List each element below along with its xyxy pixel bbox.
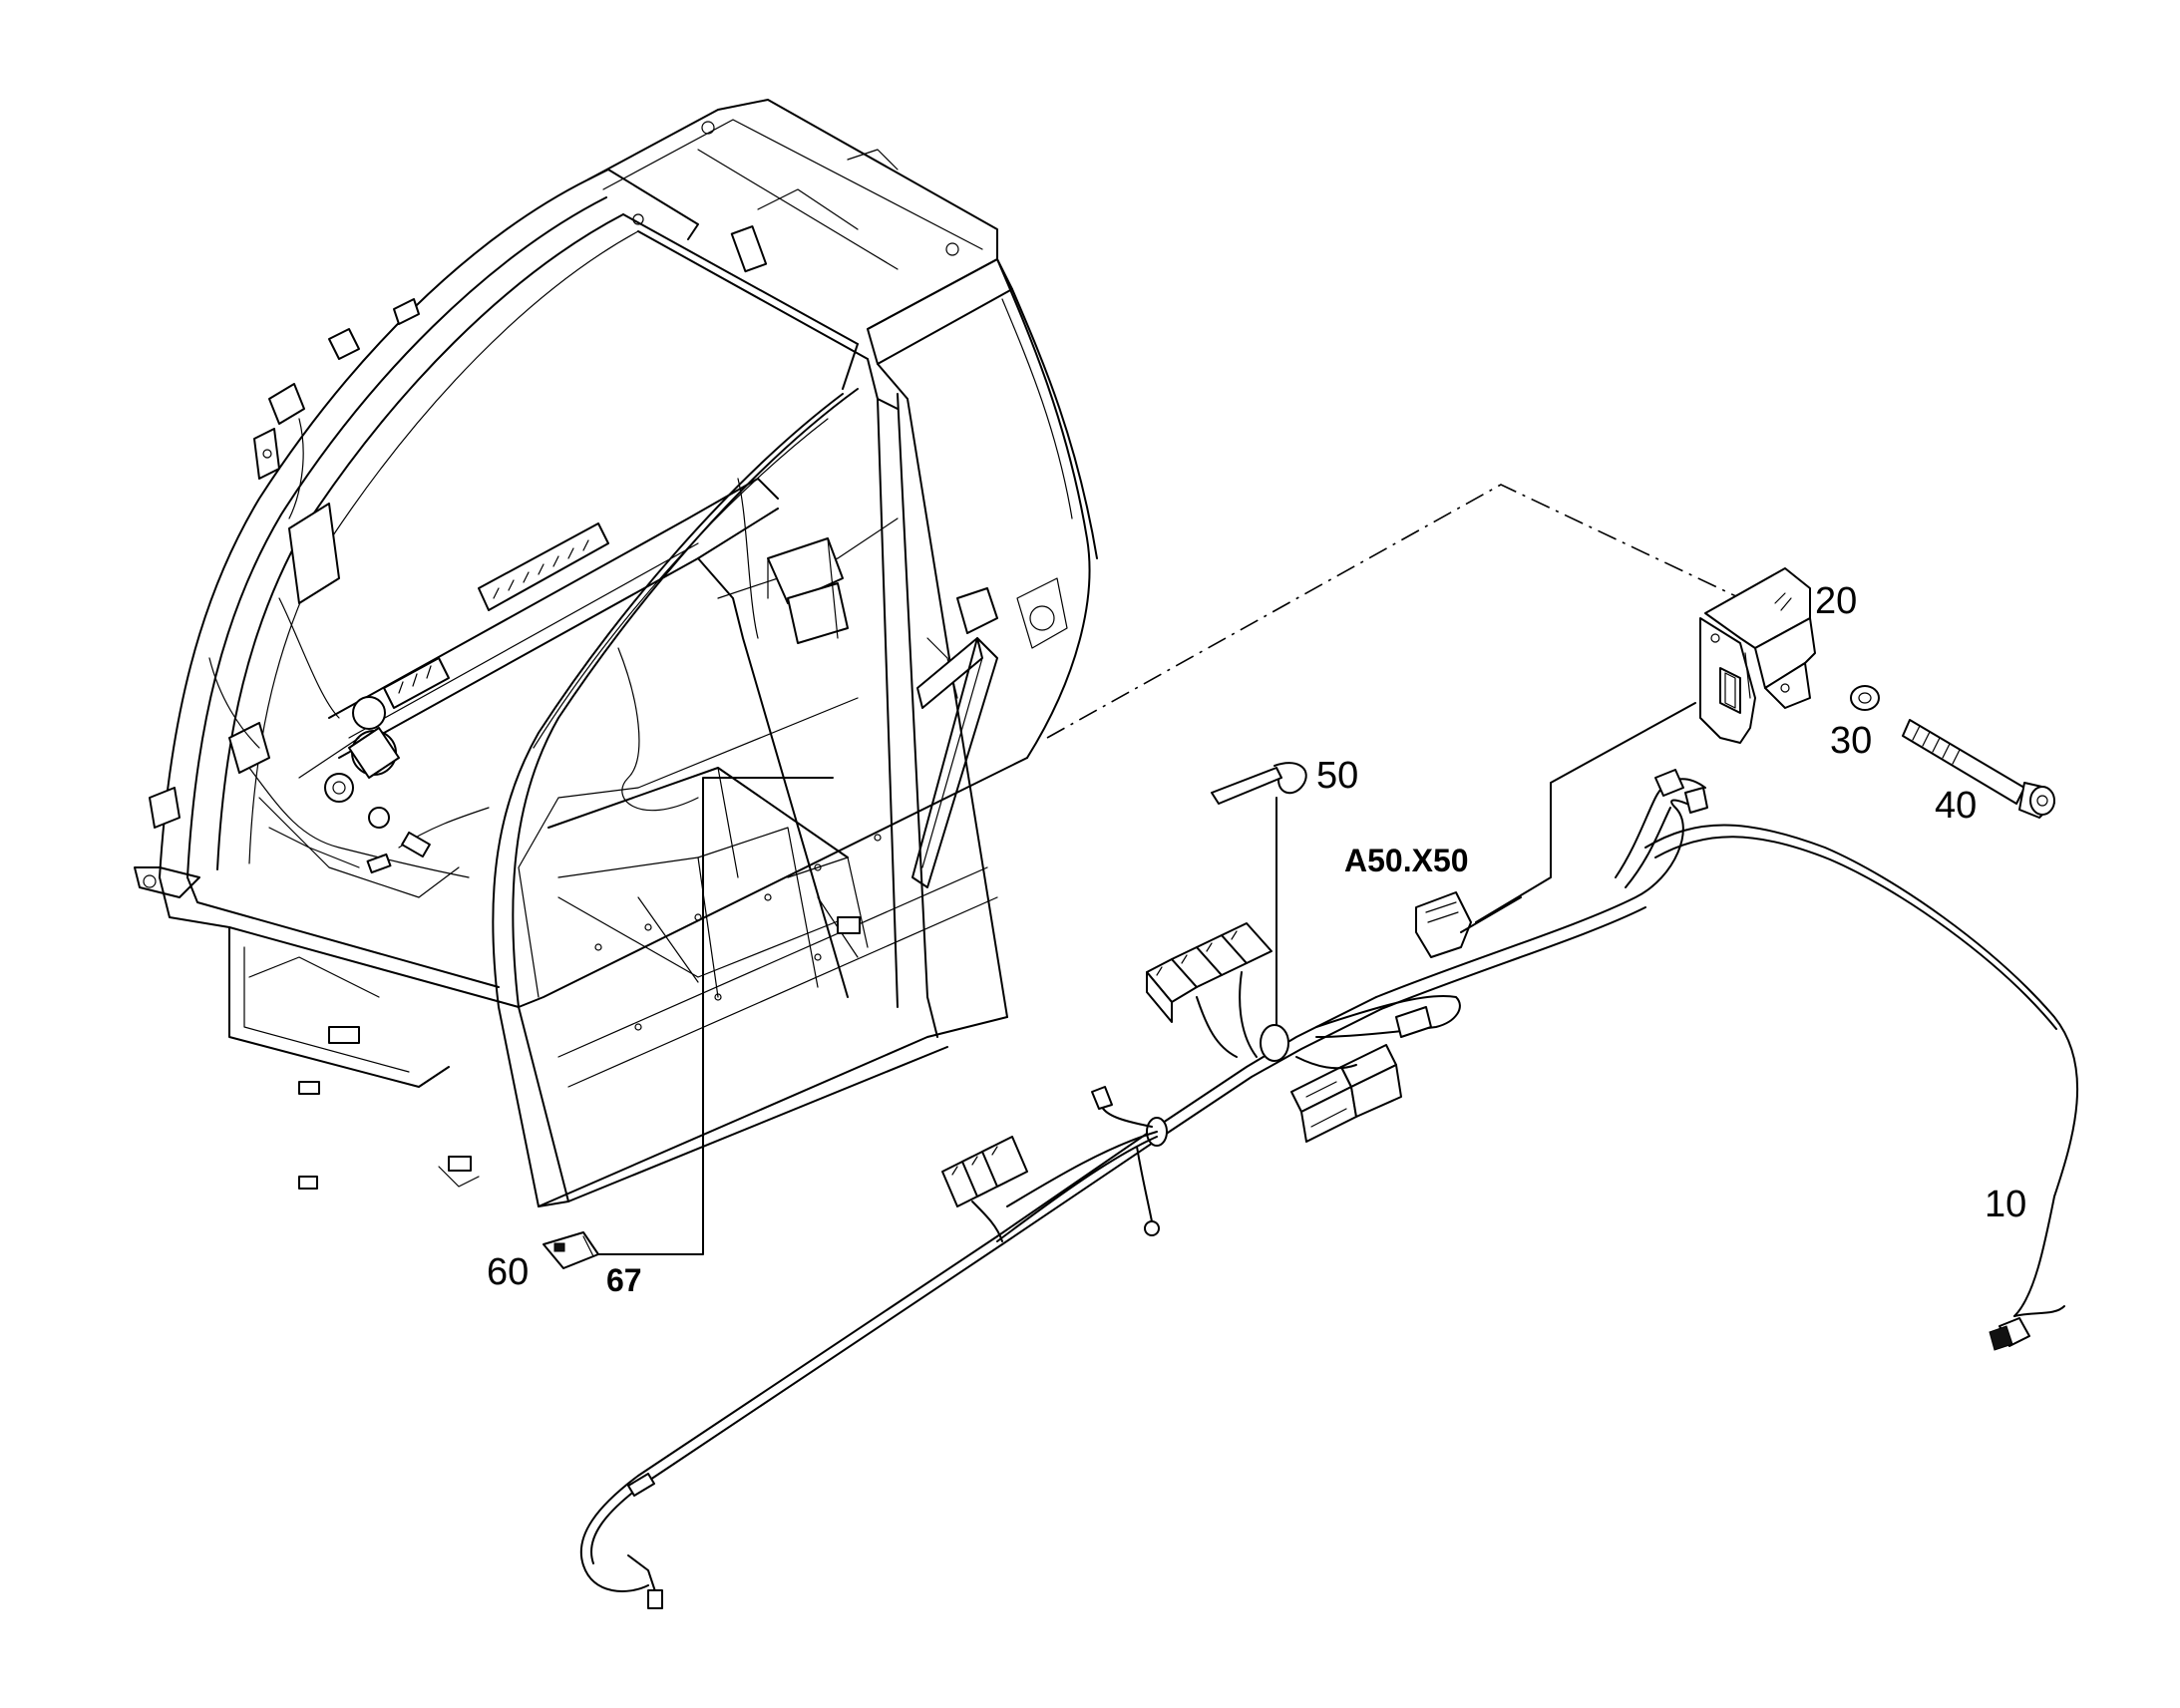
reference-line-20 xyxy=(1046,484,1741,739)
part-20-bracket xyxy=(1699,567,1816,744)
leader-lines xyxy=(587,702,1696,1255)
callout-20: 20 xyxy=(1815,580,1857,622)
callout-30: 30 xyxy=(1830,720,1872,762)
callout-50: 50 xyxy=(1316,755,1358,797)
callout-60: 60 xyxy=(487,1251,529,1293)
dash-vent xyxy=(383,522,609,709)
part-60-clip xyxy=(543,1231,599,1269)
cab-frame xyxy=(134,99,1098,1207)
callout-labels: 20 30 40 50 A50.X50 10 60 67 xyxy=(487,580,2026,1298)
callout-10: 10 xyxy=(1985,1184,2026,1225)
part-30-washer xyxy=(1850,685,1880,711)
connector-cluster-upper xyxy=(1146,922,1272,1058)
part-50-cable-tie xyxy=(1211,762,1307,805)
callout-a50-x50: A50.X50 xyxy=(1344,843,1469,878)
part-40-bolt xyxy=(1902,719,2055,819)
connector-cluster-lower xyxy=(1290,1044,1402,1143)
callout-40: 40 xyxy=(1935,785,1977,827)
part-10-wiring-harness xyxy=(579,769,2079,1609)
callout-67: 67 xyxy=(606,1262,642,1298)
